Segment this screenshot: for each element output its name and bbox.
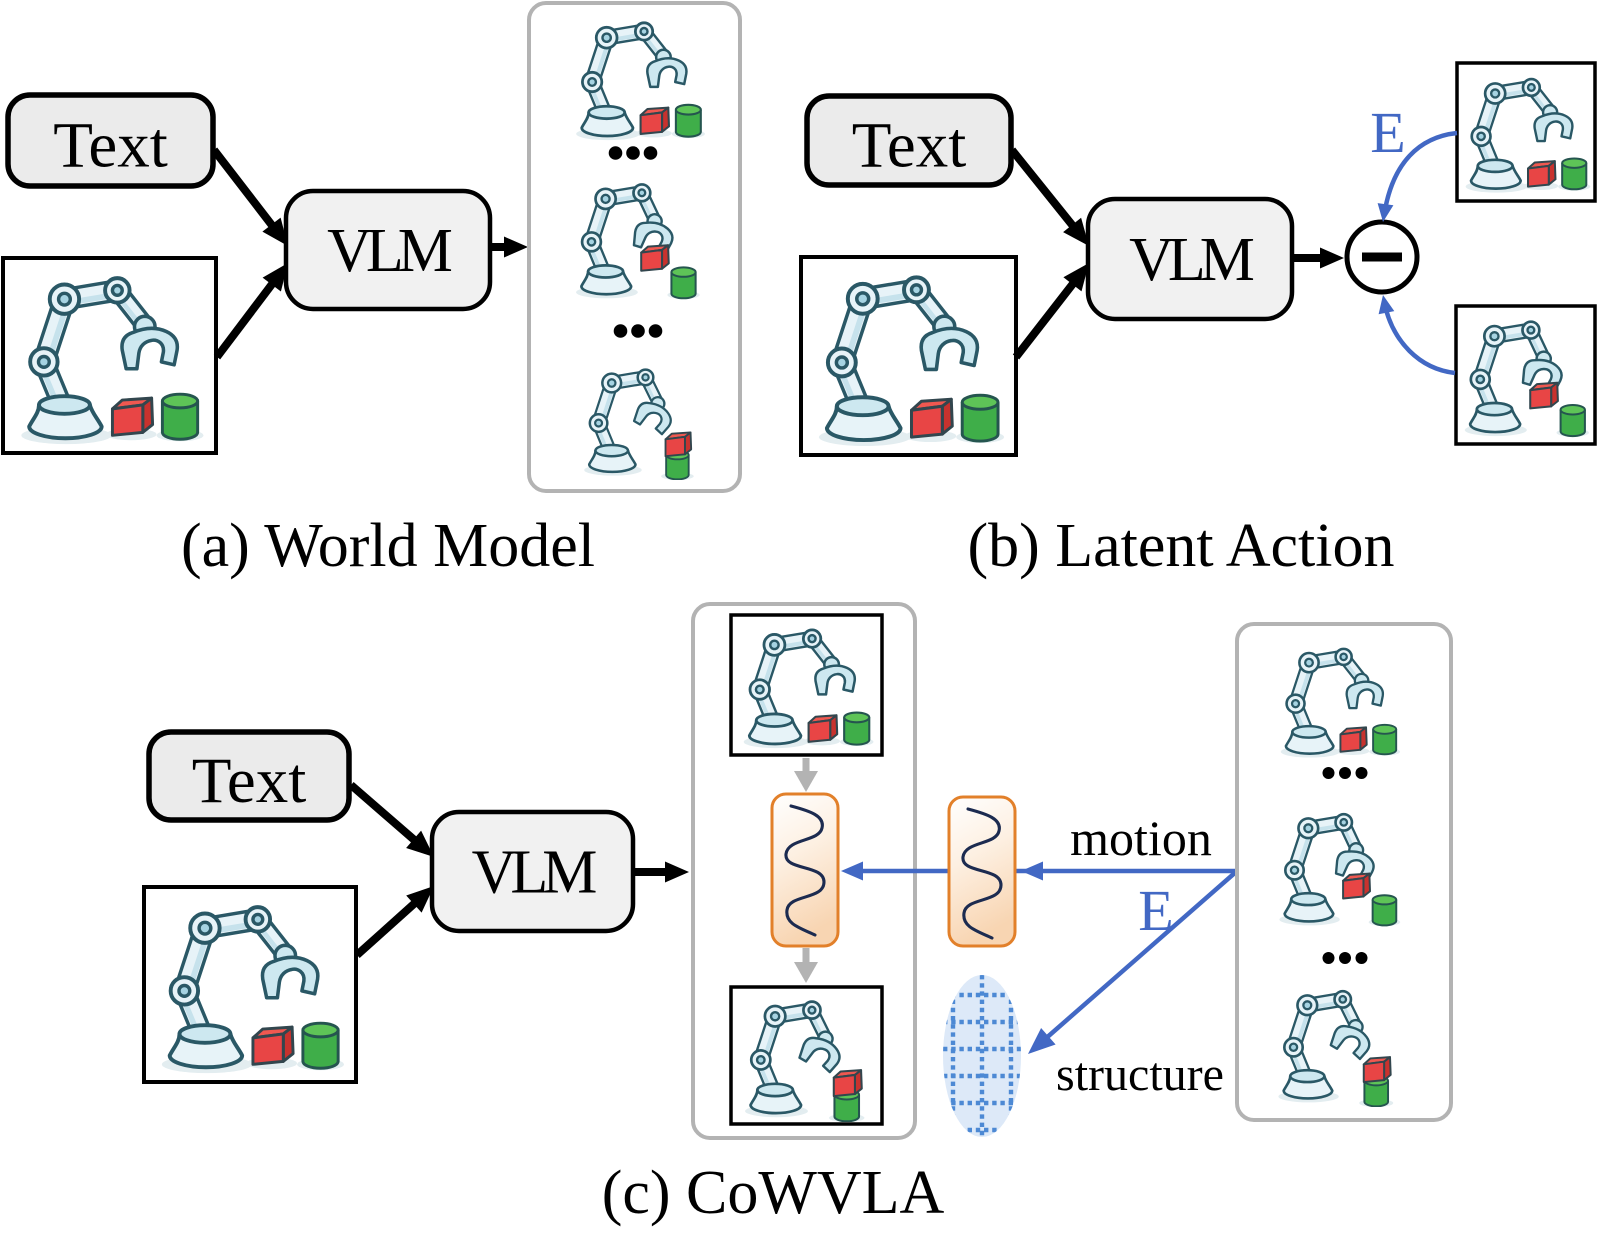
- svg-text:VLM: VLM: [472, 838, 597, 906]
- svg-text:VLM: VLM: [327, 217, 452, 285]
- svg-text:(a) World Model: (a) World Model: [181, 512, 595, 580]
- svg-text:E: E: [1138, 878, 1173, 943]
- svg-text:(c) CoWVLA: (c) CoWVLA: [602, 1159, 945, 1227]
- svg-text:(b) Latent Action: (b) Latent Action: [968, 512, 1395, 580]
- svg-text:E: E: [1370, 100, 1405, 165]
- svg-text:VLM: VLM: [1129, 226, 1254, 294]
- svg-text:Text: Text: [53, 109, 168, 181]
- svg-text:Text: Text: [852, 109, 967, 181]
- svg-text:motion: motion: [1070, 810, 1212, 866]
- svg-text:Text: Text: [192, 745, 307, 817]
- svg-text:structure: structure: [1056, 1048, 1224, 1101]
